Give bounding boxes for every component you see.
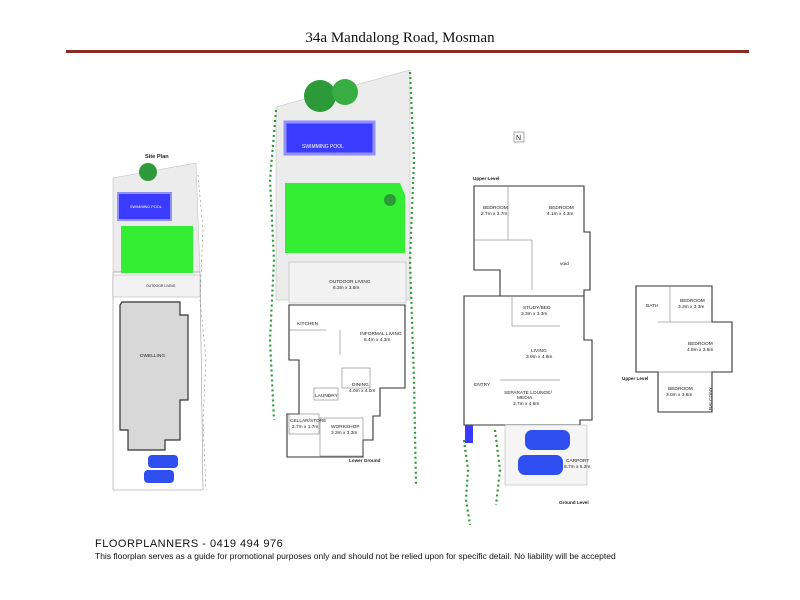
site-hedge	[197, 174, 207, 491]
plan3-ground-walls	[463, 295, 593, 426]
entry-label: ENTRY	[474, 382, 491, 388]
site-plan: Site Plan SWIMMING POOL OUTDOOR LIVING D…	[112, 154, 207, 491]
lower-outdoor-living	[288, 261, 407, 304]
balcony-label: BALCONY	[708, 386, 714, 410]
lower-palm-tree-2	[332, 79, 358, 105]
carport-car-1	[525, 430, 570, 450]
lower-ground-plan: SWIMMING POOL OUTDOOR LIVING 6.3m x 3.6m…	[268, 69, 418, 486]
plan3-upper-heading: Upper Level	[473, 176, 499, 181]
study-dim: 3.3m x 3.3m	[521, 311, 547, 317]
lower-outdoor-dim: 6.3m x 3.6m	[333, 285, 359, 291]
site-car-1	[148, 455, 178, 468]
site-outdoor-deck	[112, 274, 201, 298]
lower-west-hedge	[268, 109, 278, 421]
site-dwelling-label: DWELLING	[140, 353, 165, 359]
plan3-water-feature	[465, 425, 473, 443]
bath-label: BATH	[646, 303, 659, 309]
carport-car-2	[518, 455, 563, 475]
carport-dim: 8.7m x 5.2m	[564, 464, 590, 470]
dining-label: DINING	[352, 382, 369, 388]
workshop-room	[319, 417, 364, 457]
site-car-2	[144, 470, 174, 483]
site-swimming-pool	[117, 192, 172, 221]
informal-living-dim: 6.4m x 4.3m	[364, 337, 390, 343]
living-dim: 3.9m x 4.8m	[526, 354, 552, 360]
workshop-label: WORKSHOP	[331, 424, 360, 430]
upper-bedroom-c-label: BEDROOM	[668, 386, 693, 392]
lower-ground-heading: Lower Ground	[349, 458, 381, 463]
plan3-upper-walls	[473, 185, 591, 297]
footer-disclaimer: This floorplan serves as a guide for pro…	[95, 551, 616, 561]
upper-bedroom-a-label: BEDROOM	[680, 298, 705, 304]
plan3-ground-heading: Ground Level	[559, 500, 589, 505]
cellar-dim: 2.7m x 1.7m	[292, 424, 318, 430]
upper-bedroom-c-dim: 3.0m x 3.6m	[666, 392, 692, 398]
lower-pool-label: SWIMMING POOL	[302, 144, 344, 150]
site-lawn	[121, 226, 193, 273]
void-label: void	[560, 261, 569, 267]
upper-level-plan: BATH BEDROOM 3.3m x 3.3m BEDROOM 4.8m x …	[622, 285, 733, 413]
informal-living-label: INFORMAL LIVING	[360, 331, 402, 337]
lower-outdoor-label: OUTDOOR LIVING	[329, 279, 371, 285]
plan3-garden	[462, 429, 502, 526]
title-divider	[66, 50, 749, 53]
footer-brand: FLOORPLANNERS - 0419 494 976	[95, 538, 284, 550]
study-label: STUDY/BED	[523, 305, 551, 311]
north-compass: N	[513, 131, 525, 143]
site-pool-label: SWIMMING POOL	[130, 205, 162, 209]
kitchen-label: KITCHEN	[297, 321, 319, 327]
site-plan-heading: Site Plan	[145, 154, 169, 160]
lower-shrub	[384, 194, 396, 206]
site-palm-tree	[139, 163, 157, 181]
upper-bedroom-b-dim: 4.8m x 3.6m	[687, 347, 713, 353]
dining-table	[341, 367, 371, 389]
main-levels-plan: Upper Level BEDROOM 2.7m x 3.7m BEDROOM …	[462, 176, 593, 526]
living-label: LIVING	[531, 348, 547, 354]
cellar-label: CELLAR/STORE	[290, 418, 326, 424]
compass-label: N	[516, 135, 521, 142]
carport-label: CARPORT	[566, 458, 589, 464]
laundry-room	[313, 387, 339, 401]
page-title: 34a Mandalong Road, Mosman	[305, 30, 495, 46]
site-outdoor-label: OUTDOOR LIVING	[146, 284, 176, 288]
laundry-label: LAUNDRY	[315, 393, 339, 399]
bedroom2-label: BEDROOM	[549, 205, 574, 211]
upper-bedroom-a-dim: 3.3m x 3.3m	[678, 304, 704, 310]
site-dwelling	[119, 301, 189, 451]
bedroom1-label: BEDROOM	[483, 205, 508, 211]
bedroom1-dim: 2.7m x 3.7m	[481, 211, 507, 217]
dining-dim: 4.0m x 4.0m	[349, 388, 375, 394]
upper-level-heading: Upper Level	[622, 376, 648, 381]
lower-swimming-pool	[283, 120, 376, 156]
lower-east-hedge	[408, 71, 418, 486]
bedroom2-dim: 4.1m x 4.3m	[547, 211, 573, 217]
lower-lawn	[285, 183, 405, 253]
lounge-label-2: MEDIA	[517, 395, 533, 401]
upper-bedroom-b-label: BEDROOM	[688, 341, 713, 347]
lounge-label: SEPARATE LOUNGE/	[504, 390, 552, 396]
lower-palm-tree	[304, 80, 336, 112]
cellar-room	[288, 413, 320, 435]
lounge-dim: 3.7m x 4.6m	[513, 401, 539, 407]
workshop-dim: 3.3m x 3.3m	[331, 430, 357, 436]
